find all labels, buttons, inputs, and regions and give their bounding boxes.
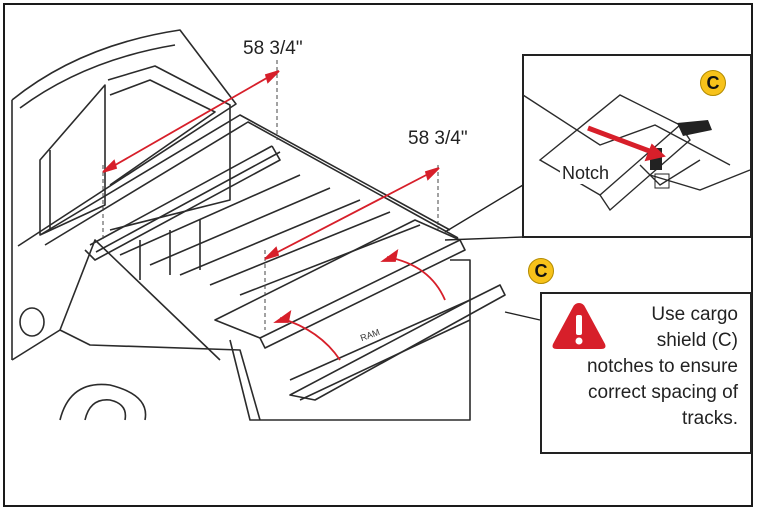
callout-line: correct spacing of: [588, 382, 738, 403]
extension-lines: [102, 60, 439, 330]
cargo-shield: [289, 284, 506, 401]
callout-line: shield (C): [656, 330, 738, 351]
callout-line: tracks.: [682, 408, 738, 429]
detail-part-badge: C: [700, 70, 726, 96]
rail-track: [89, 145, 281, 253]
bed-side: [11, 329, 261, 421]
cargo-shield-badge: C: [528, 258, 554, 284]
tailgate: [229, 259, 471, 421]
rear-dimension-label: 58 3/4": [243, 38, 303, 59]
front-dimension-label: 58 3/4": [408, 128, 468, 149]
callout-text: Use cargo shield (C) notches to ensure c…: [568, 302, 738, 432]
callout-line: Use cargo: [651, 304, 738, 325]
rear-wheel: [59, 383, 147, 421]
notch-label: Notch: [560, 163, 612, 184]
callout-line: notches to ensure: [586, 356, 738, 377]
caution-callout: Use cargo shield (C) notches to ensure c…: [540, 292, 752, 454]
truck-cab: [11, 29, 237, 360]
dimension-arrows: [102, 70, 666, 361]
bed-rail-left: [39, 114, 451, 236]
rear-dimension-arrow: [109, 74, 273, 169]
front-dimension-arrow: [271, 171, 433, 256]
warning-icon: [552, 303, 606, 349]
notch-arrow: [587, 125, 653, 155]
